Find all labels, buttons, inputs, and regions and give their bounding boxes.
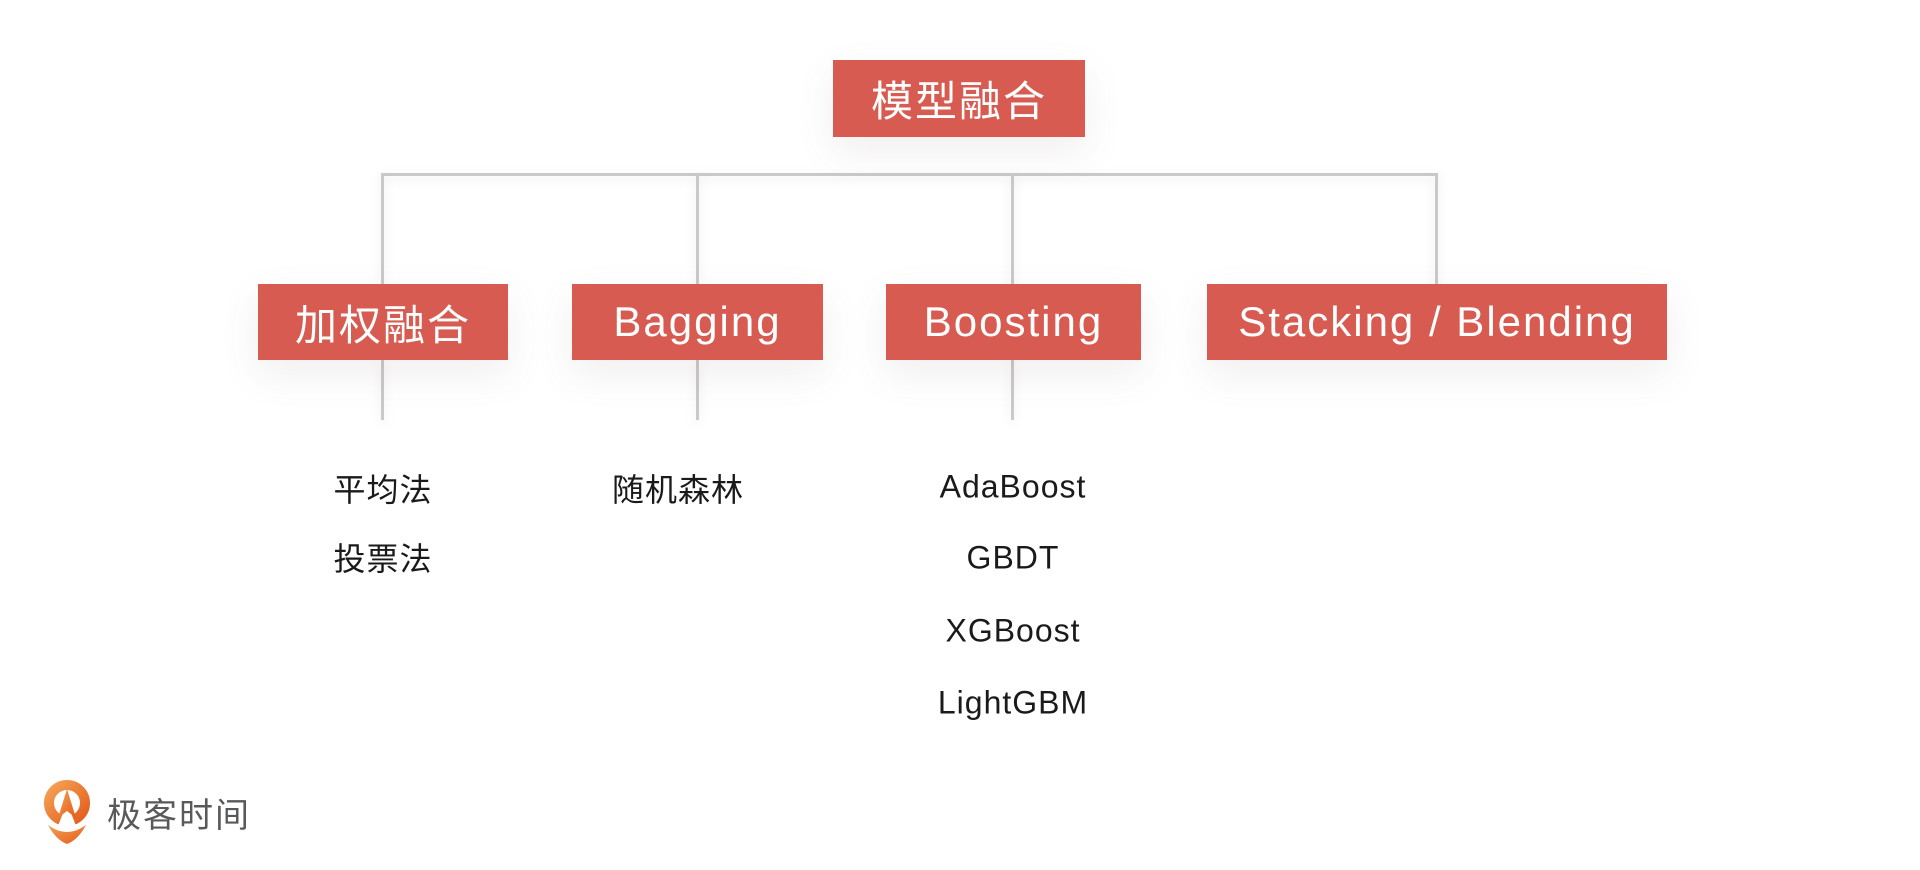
leaf-adaboost: AdaBoost [939,468,1087,505]
connector-vertical-bagging [696,173,699,284]
branch-node-bagging: Bagging [572,284,823,360]
connector-vertical-weighted [381,173,384,284]
connector-stub-boosting [1011,360,1014,420]
connector-vertical-boosting [1011,173,1014,284]
branch-node-stacking-blending: Stacking / Blending [1207,284,1667,360]
leaf-xgboost: XGBoost [945,612,1081,649]
geektime-logo: 极客时间 [42,778,251,846]
leaf-averaging: 平均法 [333,472,433,508]
leaf-lightgbm: LightGBM [937,684,1089,721]
connector-horizontal [381,173,1438,176]
geektime-logo-icon [44,780,90,846]
root-node-model-fusion: 模型融合 [833,60,1085,137]
branch-node-weighted-fusion: 加权融合 [258,284,508,360]
leaf-voting: 投票法 [333,541,433,577]
connector-stub-weighted [381,360,384,420]
leaf-random-forest: 随机森林 [611,472,745,508]
connector-stub-bagging [696,360,699,420]
geektime-logo-text: 极客时间 [107,796,251,835]
connector-vertical-stacking [1435,173,1438,284]
branch-node-boosting: Boosting [886,284,1141,360]
leaf-gbdt: GBDT [966,539,1060,576]
